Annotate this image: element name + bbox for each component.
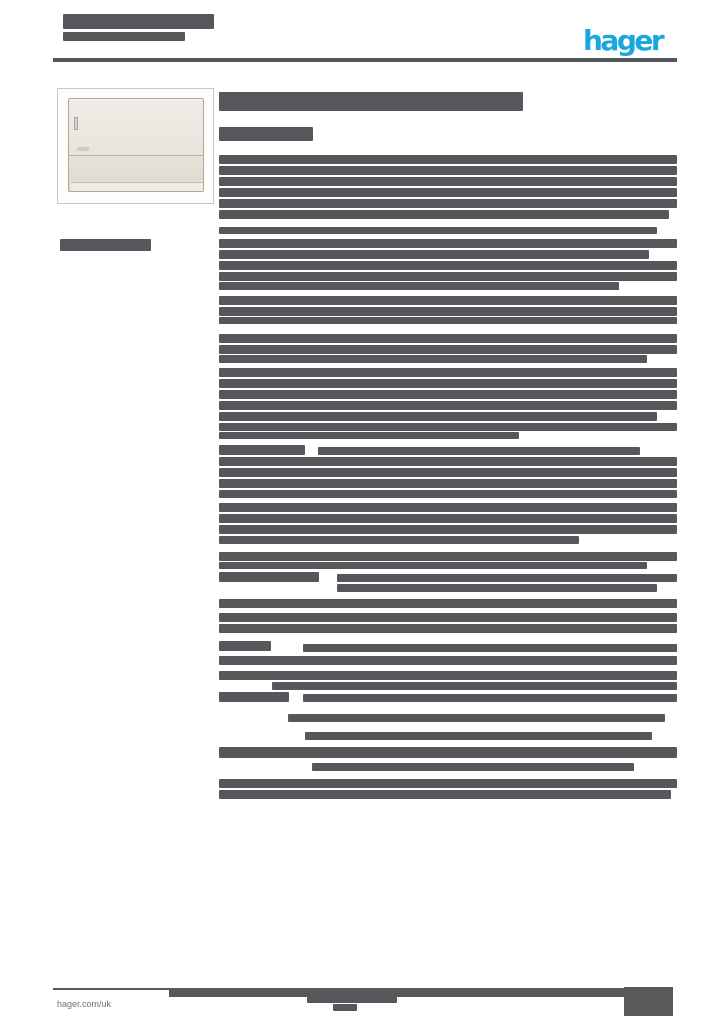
page-title-redacted (219, 92, 523, 111)
redacted-text-line (219, 490, 677, 498)
unit-lid (69, 147, 203, 181)
redacted-text-line (288, 714, 665, 722)
doc-subtitle-redacted (63, 32, 185, 41)
redacted-text-line (219, 199, 677, 208)
redacted-text-line (219, 250, 649, 259)
redacted-text-line (219, 503, 677, 512)
footer-website[interactable]: hager.com/uk (52, 990, 169, 1017)
redacted-text-line (219, 210, 669, 219)
redacted-text-line (219, 307, 677, 316)
redacted-text-line (219, 227, 657, 234)
redacted-text-line (219, 514, 677, 523)
redacted-text-line (303, 644, 677, 652)
redacted-text-line (219, 296, 677, 305)
redacted-text-line (318, 447, 640, 455)
redacted-text-line (219, 613, 677, 622)
redacted-text-line (219, 390, 677, 399)
redacted-text-line (219, 355, 647, 363)
redacted-text-line (219, 282, 619, 290)
redacted-text-line (219, 468, 677, 477)
redacted-text-line (337, 584, 657, 592)
product-photo (57, 88, 214, 204)
redacted-text-line (219, 552, 677, 561)
redacted-text-line (219, 599, 677, 608)
redacted-text-line (219, 641, 271, 651)
unit-hinge (77, 147, 89, 151)
redacted-text-line (219, 479, 677, 488)
redacted-text-line (219, 239, 677, 248)
unit-latch-icon (74, 117, 78, 130)
redacted-text-line (219, 261, 677, 270)
redacted-text-line (219, 692, 289, 702)
hager-logo: hager (583, 24, 665, 57)
redacted-text-line (219, 624, 677, 633)
redacted-text-line (305, 732, 652, 740)
doc-title-redacted (63, 14, 214, 29)
product-code-redacted (60, 239, 151, 251)
footer-center-redacted (333, 1004, 357, 1011)
unit-base (71, 182, 203, 191)
redacted-text-line (219, 345, 677, 354)
redacted-text-line (219, 401, 677, 410)
redacted-text-line (219, 188, 677, 197)
redacted-text-line (219, 155, 677, 164)
redacted-text-line (219, 572, 319, 582)
redacted-text-line (219, 525, 677, 534)
footer-page-number-box (624, 987, 673, 1016)
redacted-text-line (219, 166, 677, 175)
redacted-text-line (219, 457, 677, 466)
redacted-text-line (219, 671, 677, 680)
redacted-text-line (312, 763, 634, 771)
redacted-text-line (303, 694, 677, 702)
redacted-text-line (219, 656, 677, 665)
redacted-text-line (219, 747, 677, 758)
redacted-text-line (219, 379, 677, 388)
redacted-text-line (219, 779, 677, 788)
redacted-text-line (219, 423, 677, 431)
header-rule (53, 58, 677, 62)
redacted-text-line (219, 562, 647, 569)
redacted-text-line (219, 536, 579, 544)
section-label-redacted (219, 127, 313, 141)
redacted-text-line (219, 790, 671, 799)
footer-website-label: hager.com/uk (57, 999, 112, 1009)
redacted-text-line (219, 177, 677, 186)
redacted-text-line (219, 445, 305, 455)
redacted-text-line (219, 368, 677, 377)
redacted-text-line (219, 317, 677, 324)
footer-rule (53, 988, 625, 997)
redacted-text-line (219, 334, 677, 343)
redacted-text-line (337, 574, 677, 582)
redacted-text-line (219, 272, 677, 281)
consumer-unit-image (68, 98, 204, 192)
redacted-text-line (219, 412, 657, 421)
redacted-text-line (219, 432, 519, 439)
redacted-text-line (272, 682, 677, 690)
